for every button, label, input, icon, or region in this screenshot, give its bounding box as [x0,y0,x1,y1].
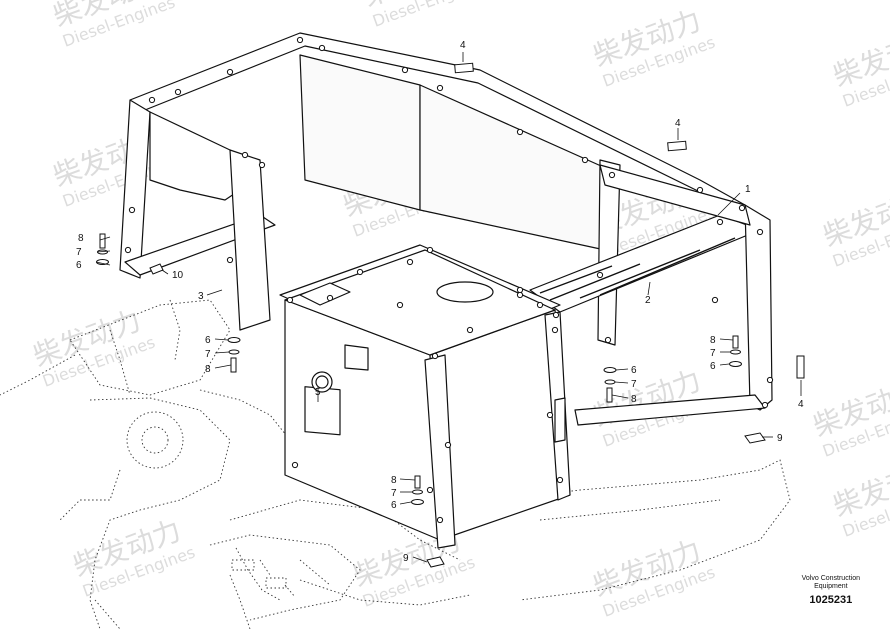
cabin-frame [119,32,773,549]
bolt-head [466,326,474,334]
bolt-head [711,296,719,304]
callout-10: 10 [172,270,184,281]
callout-2: 2 [645,295,651,306]
callout-7e: 7 [391,488,397,499]
bolt-head [761,401,769,409]
bolt-head [426,246,434,254]
callout-6b: 6 [205,335,211,346]
callout-7a: 7 [76,247,82,258]
callout-3: 3 [198,291,204,302]
callout-8a: 8 [78,233,84,244]
callout-6d: 6 [631,365,637,376]
background-machine-outline [0,299,791,629]
bolt-head [431,352,439,360]
bolt-head [516,286,524,294]
bolt-head [124,246,132,254]
bolt-head [604,336,612,344]
bolt-head [546,411,554,419]
bolt-head [596,271,604,279]
bolt-head [716,218,724,226]
bolt-head [551,326,559,334]
callout-labels: 1 2 3 4 4 4 5 6 6 6 6 6 7 7 7 7 7 8 8 8 … [76,40,804,564]
callout-6e: 6 [391,500,397,511]
bolt-head [148,96,156,104]
bolt-head [556,476,564,484]
bolt-head [174,88,182,96]
bolt-head [401,66,409,74]
callout-6a: 6 [76,260,82,271]
frame-bolts [124,36,774,524]
bolt-head [696,186,704,194]
callout-4b: 4 [675,118,681,129]
bolt-head [766,376,774,384]
drawing-number: 1025231 [809,594,853,606]
bolt-head [226,68,234,76]
bolt-head [738,204,746,212]
rail-slots [539,237,736,301]
drawing-caption: Volvo Construction Equipment 1025231 [802,575,860,606]
bolt-head [426,486,434,494]
callout-7c: 7 [710,348,716,359]
hardware-stacks [96,62,805,568]
callout-7d: 7 [631,379,637,390]
bolt-head [318,44,326,52]
bolt-head [128,206,136,214]
callout-8b: 8 [205,364,211,375]
callout-4a: 4 [460,40,466,51]
callout-9a: 9 [777,433,783,444]
bolt-head [226,256,234,264]
bolt-head [406,258,414,266]
bolt-head [258,161,266,169]
bolt-head [516,128,524,136]
callout-8c: 8 [710,335,716,346]
bolt-head [356,268,364,276]
callout-7b: 7 [205,349,211,360]
bolt-head [581,156,589,164]
callout-4c: 4 [798,399,804,410]
bolt-head [326,294,334,302]
callout-1: 1 [745,184,751,195]
bolt-head [291,461,299,469]
bolt-head [296,36,304,44]
bolt-head [286,296,294,304]
bolt-head [241,151,249,159]
bolt-head [444,441,452,449]
bolt-head [436,84,444,92]
bolt-head [608,171,616,179]
bolt-head [536,301,544,309]
callout-6c: 6 [710,361,716,372]
bolt-head [436,516,444,524]
bolt-head [516,291,524,299]
leader-lines [95,52,802,563]
caption-department: Equipment [814,583,848,590]
bolt-head [552,311,560,319]
bolt-head [396,301,404,309]
bolt-head [756,228,764,236]
callout-5: 5 [315,387,321,398]
callout-9b: 9 [403,553,409,564]
callout-8d: 8 [631,394,637,405]
callout-8e: 8 [391,475,397,486]
caption-company: Volvo Construction [801,575,860,582]
